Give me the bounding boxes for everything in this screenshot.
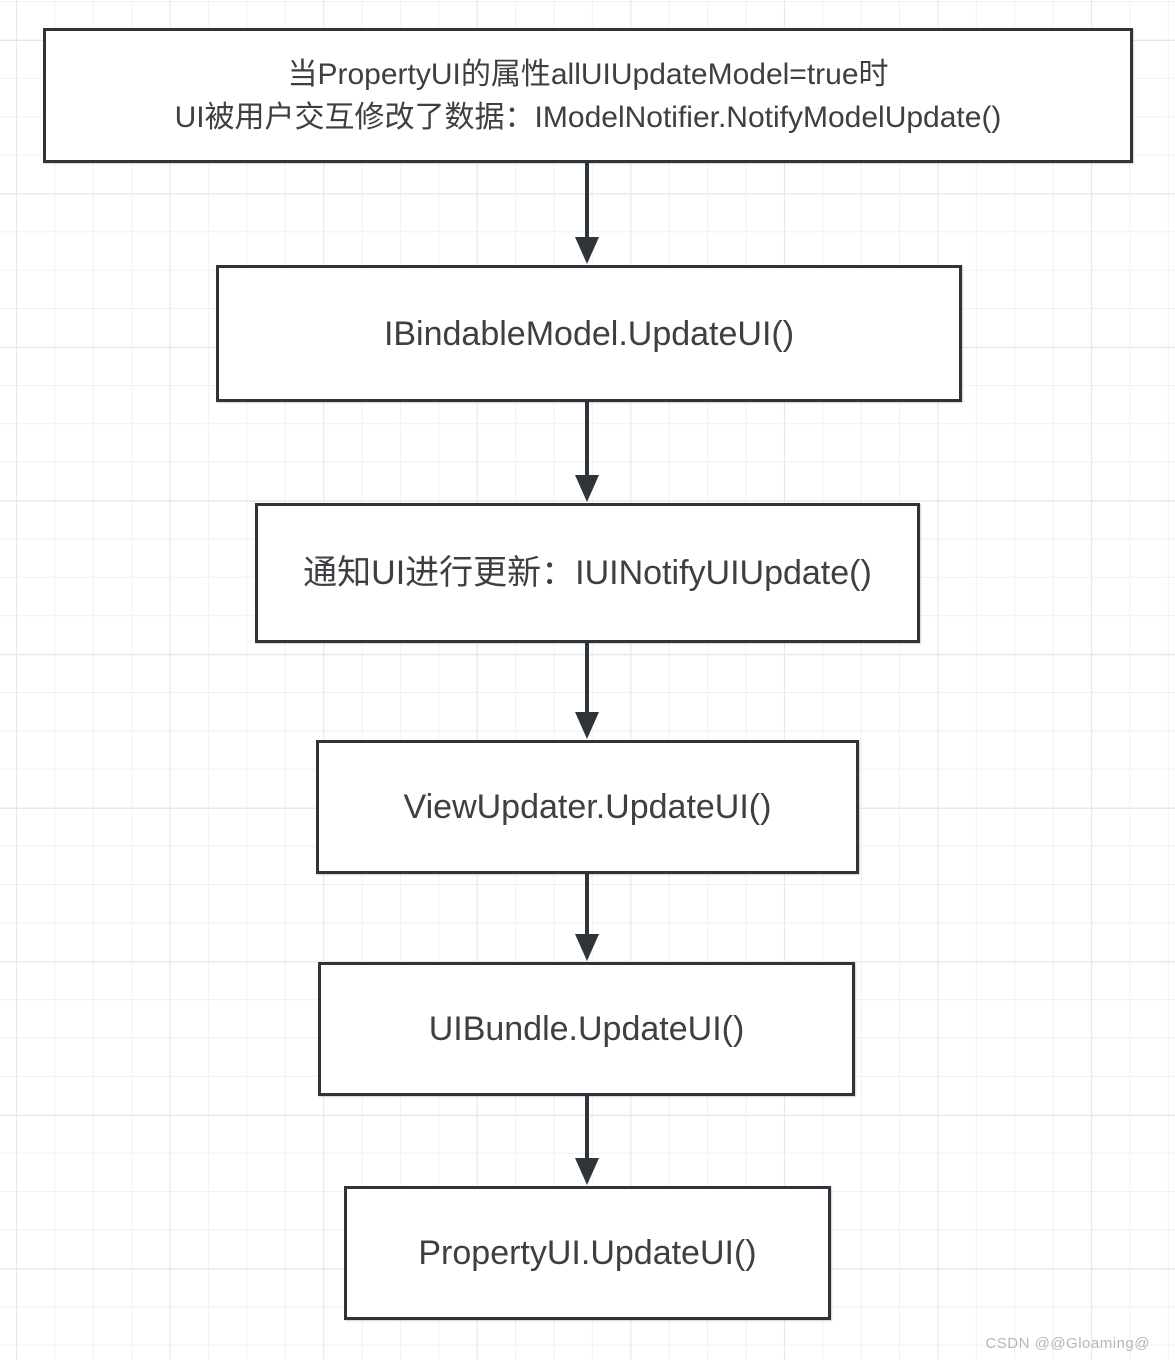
arrow-down-icon — [575, 712, 599, 739]
flow-node-uibundle-updateui: UIBundle.UpdateUI() — [318, 962, 855, 1096]
flow-node-notify-ui-update: 通知UI进行更新：IUINotifyUIUpdate() — [255, 503, 920, 643]
flow-arrow-5-to-6 — [575, 1096, 599, 1185]
arrow-shaft — [585, 402, 589, 475]
arrow-shaft — [585, 874, 589, 934]
flow-node-label: IBindableModel.UpdateUI() — [383, 314, 795, 353]
flow-node-ibindablemodel-updateui: IBindableModel.UpdateUI() — [216, 265, 962, 402]
flow-node-label: PropertyUI.UpdateUI() — [418, 1234, 757, 1272]
flow-node-label: 当PropertyUI的属性allUIUpdateModel=true时 UI被… — [174, 57, 1002, 134]
flow-arrow-2-to-3 — [575, 402, 599, 502]
flow-arrow-1-to-2 — [575, 163, 599, 264]
arrow-shaft — [585, 1096, 589, 1158]
csdn-watermark: CSDN @@Gloaming@ — [985, 1335, 1150, 1352]
arrow-down-icon — [575, 1158, 599, 1185]
flow-node-propertyui-updateui: PropertyUI.UpdateUI() — [344, 1186, 831, 1320]
flow-node-trigger-condition: 当PropertyUI的属性allUIUpdateModel=true时 UI被… — [43, 28, 1133, 163]
flow-node-label: ViewUpdater.UpdateUI() — [403, 788, 772, 826]
flow-arrow-3-to-4 — [575, 643, 599, 739]
arrow-shaft — [585, 163, 589, 237]
arrow-down-icon — [575, 934, 599, 961]
arrow-down-icon — [575, 237, 599, 264]
arrow-down-icon — [575, 475, 599, 502]
flow-node-viewupdater-updateui: ViewUpdater.UpdateUI() — [316, 740, 859, 874]
arrow-shaft — [585, 643, 589, 712]
flow-node-label: UIBundle.UpdateUI() — [428, 1010, 745, 1048]
flow-node-label: 通知UI进行更新：IUINotifyUIUpdate() — [303, 554, 872, 592]
flow-arrow-4-to-5 — [575, 874, 599, 961]
